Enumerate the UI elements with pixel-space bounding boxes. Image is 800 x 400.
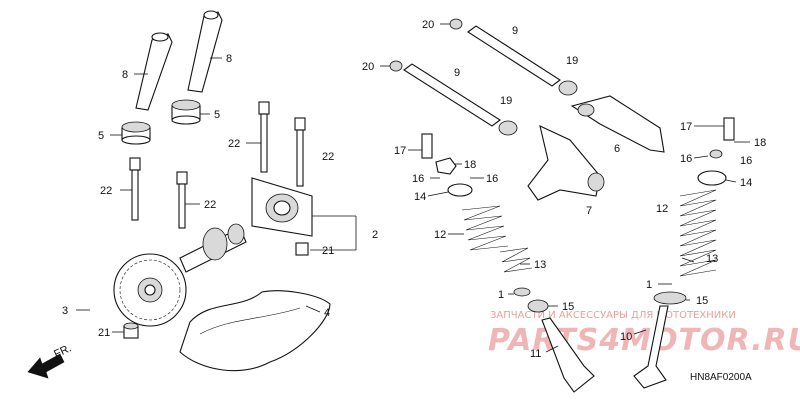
callout-16-right-b: 16 xyxy=(740,155,752,167)
callout-12-right: 12 xyxy=(656,203,668,215)
valve-right xyxy=(633,305,669,389)
callout-8-right: 8 xyxy=(226,53,232,65)
callout-8-left: 8 xyxy=(122,69,128,81)
callout-19-lower: 19 xyxy=(500,95,512,107)
front-direction-arrow: FR. xyxy=(27,342,73,379)
callout-18-left: 18 xyxy=(464,159,476,171)
callout-13-left: 13 xyxy=(534,259,546,271)
retainer-left xyxy=(447,183,473,197)
callout-22-a: 22 xyxy=(228,138,240,150)
camshaft xyxy=(179,223,247,273)
callout-4: 4 xyxy=(324,307,330,319)
callout-16-left-b: 16 xyxy=(486,173,498,185)
callout-5-left: 5 xyxy=(98,130,104,142)
callout-15-right: 15 xyxy=(696,295,708,307)
diagram-code: HN8AF0200A xyxy=(690,372,752,383)
callout-11: 11 xyxy=(530,348,541,360)
bolt-22-d xyxy=(294,117,306,187)
callout-21-left: 21 xyxy=(98,327,110,339)
callout-5-right: 5 xyxy=(214,109,220,121)
callout-10: 10 xyxy=(620,331,632,343)
callout-9-upper: 9 xyxy=(512,25,518,37)
callout-1-left: 1 xyxy=(498,289,504,301)
callout-17-left: 17 xyxy=(394,145,406,157)
watermark-tagline: ЗАПЧАСТИ И АКСЕССУАРЫ ДЛЯ МОТОТЕХНИКИ xyxy=(490,310,736,321)
spring-outer-left xyxy=(461,205,509,251)
rocker-shaft-lower xyxy=(389,60,518,136)
callout-22-c: 22 xyxy=(100,185,112,197)
callout-22-d: 22 xyxy=(204,199,216,211)
watermark-brand: PARTS4MOTOR.RU xyxy=(488,323,800,358)
callout-16-left-a: 16 xyxy=(412,173,424,185)
adjuster-screw-left xyxy=(421,133,433,159)
guide-plate xyxy=(179,290,331,372)
adjuster-screw-right xyxy=(723,117,735,141)
bolt-22-c xyxy=(258,101,270,173)
callout-16-right-a: 16 xyxy=(680,153,692,165)
lifter-rod-right xyxy=(187,10,223,93)
callout-9-lower: 9 xyxy=(454,67,460,79)
callout-17-right: 17 xyxy=(680,121,692,133)
spring-inner-left xyxy=(499,247,533,273)
callout-13-right: 13 xyxy=(706,253,718,265)
direction-label: FR. xyxy=(52,342,73,360)
nut-right xyxy=(709,149,723,159)
callout-20-lower: 20 xyxy=(362,61,374,73)
cam-sprocket xyxy=(113,253,187,327)
callout-22-b: 22 xyxy=(322,151,334,163)
callout-15-left: 15 xyxy=(562,301,574,313)
collar-21-a xyxy=(123,322,139,339)
rocker-arm-7 xyxy=(527,125,605,201)
bolt-22-b xyxy=(176,171,188,229)
sleeve-left xyxy=(121,121,151,145)
callout-14-right: 14 xyxy=(740,177,752,189)
valve-seat-left xyxy=(513,287,549,313)
bolt-22-a xyxy=(129,157,141,221)
callout-19-upper: 19 xyxy=(566,55,578,67)
callout-6: 6 xyxy=(614,143,620,155)
callout-21-right: 21 xyxy=(322,245,334,257)
callout-18-right: 18 xyxy=(754,137,766,149)
leader-lines xyxy=(76,23,750,353)
camshaft-holder xyxy=(251,177,313,256)
spring-right xyxy=(679,189,717,277)
rocker-arm-6 xyxy=(570,95,665,153)
sleeve-right xyxy=(171,99,201,125)
callout-20-upper: 20 xyxy=(422,19,434,31)
callout-7: 7 xyxy=(586,205,592,217)
callout-12-left: 12 xyxy=(434,229,446,241)
callout-14-left: 14 xyxy=(414,191,426,203)
callouts: 8 8 5 5 22 22 22 22 2 21 3 21 4 20 9 20 … xyxy=(62,19,766,360)
retainer-right xyxy=(697,170,727,186)
lifter-rod-left xyxy=(135,32,173,111)
rocker-shaft-upper xyxy=(449,18,578,96)
callout-2: 2 xyxy=(372,229,378,241)
callout-3: 3 xyxy=(62,305,68,317)
valve-left xyxy=(541,317,595,393)
valve-seat-right xyxy=(653,291,687,305)
callout-1-right: 1 xyxy=(646,279,652,291)
nut-left xyxy=(435,157,457,175)
